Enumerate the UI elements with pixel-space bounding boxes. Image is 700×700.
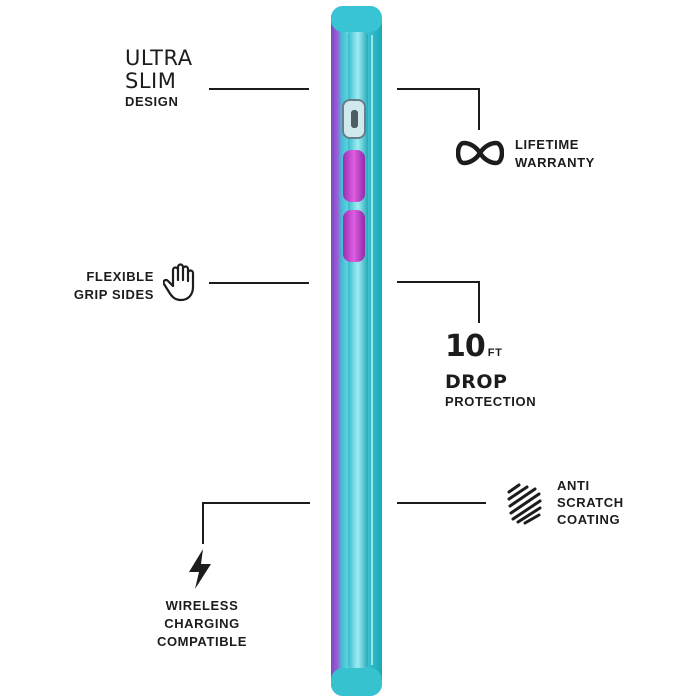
- ultra-text: ULTRA: [125, 46, 193, 70]
- lightning-bolt-icon: [189, 549, 211, 589]
- charging-text: CHARGING: [164, 616, 240, 631]
- drop-callout-line-v: [478, 281, 480, 323]
- drop-callout-line-h: [397, 281, 480, 283]
- drop-number: 10: [445, 329, 486, 364]
- ultra-slim-callout-line: [209, 88, 309, 90]
- ultra-slim-feature: ULTRA SLIM DESIGN: [125, 46, 193, 110]
- wireless-text: WIRELESS: [165, 598, 239, 613]
- flexible-text: FLEXIBLE: [86, 269, 154, 284]
- volume-down-button: [343, 210, 365, 262]
- mute-switch-slot: [351, 110, 358, 128]
- case-top-bumper: [331, 6, 382, 32]
- compatible-text: COMPATIBLE: [156, 634, 247, 649]
- warranty-text: WARRANTY: [515, 155, 595, 170]
- case-bottom-bumper: [331, 668, 382, 696]
- protection-text: PROTECTION: [445, 394, 537, 409]
- wireless-callout-line-v: [202, 502, 204, 544]
- grip-sides-text: GRIP SIDES: [73, 287, 154, 302]
- scratch-callout-line: [397, 502, 486, 504]
- slim-text: SLIM: [125, 69, 177, 93]
- lifetime-text: LIFETIME: [515, 137, 580, 152]
- volume-up-button: [343, 150, 365, 202]
- coating-text: COATING: [557, 512, 621, 527]
- scratch-text: SCRATCH: [557, 495, 624, 510]
- drop-text: DROP: [445, 371, 508, 393]
- design-text: DESIGN: [125, 94, 179, 109]
- anti-text: ANTI: [557, 478, 590, 493]
- scratch-icon: [507, 483, 542, 525]
- grip-callout-line: [209, 282, 309, 284]
- warranty-callout-line-h: [397, 88, 480, 90]
- infinity-icon: [456, 140, 504, 166]
- wireless-callout-line-h: [202, 502, 310, 504]
- hand-icon: [163, 263, 195, 302]
- drop-unit: FT: [487, 347, 503, 359]
- warranty-callout-line-v: [478, 88, 480, 130]
